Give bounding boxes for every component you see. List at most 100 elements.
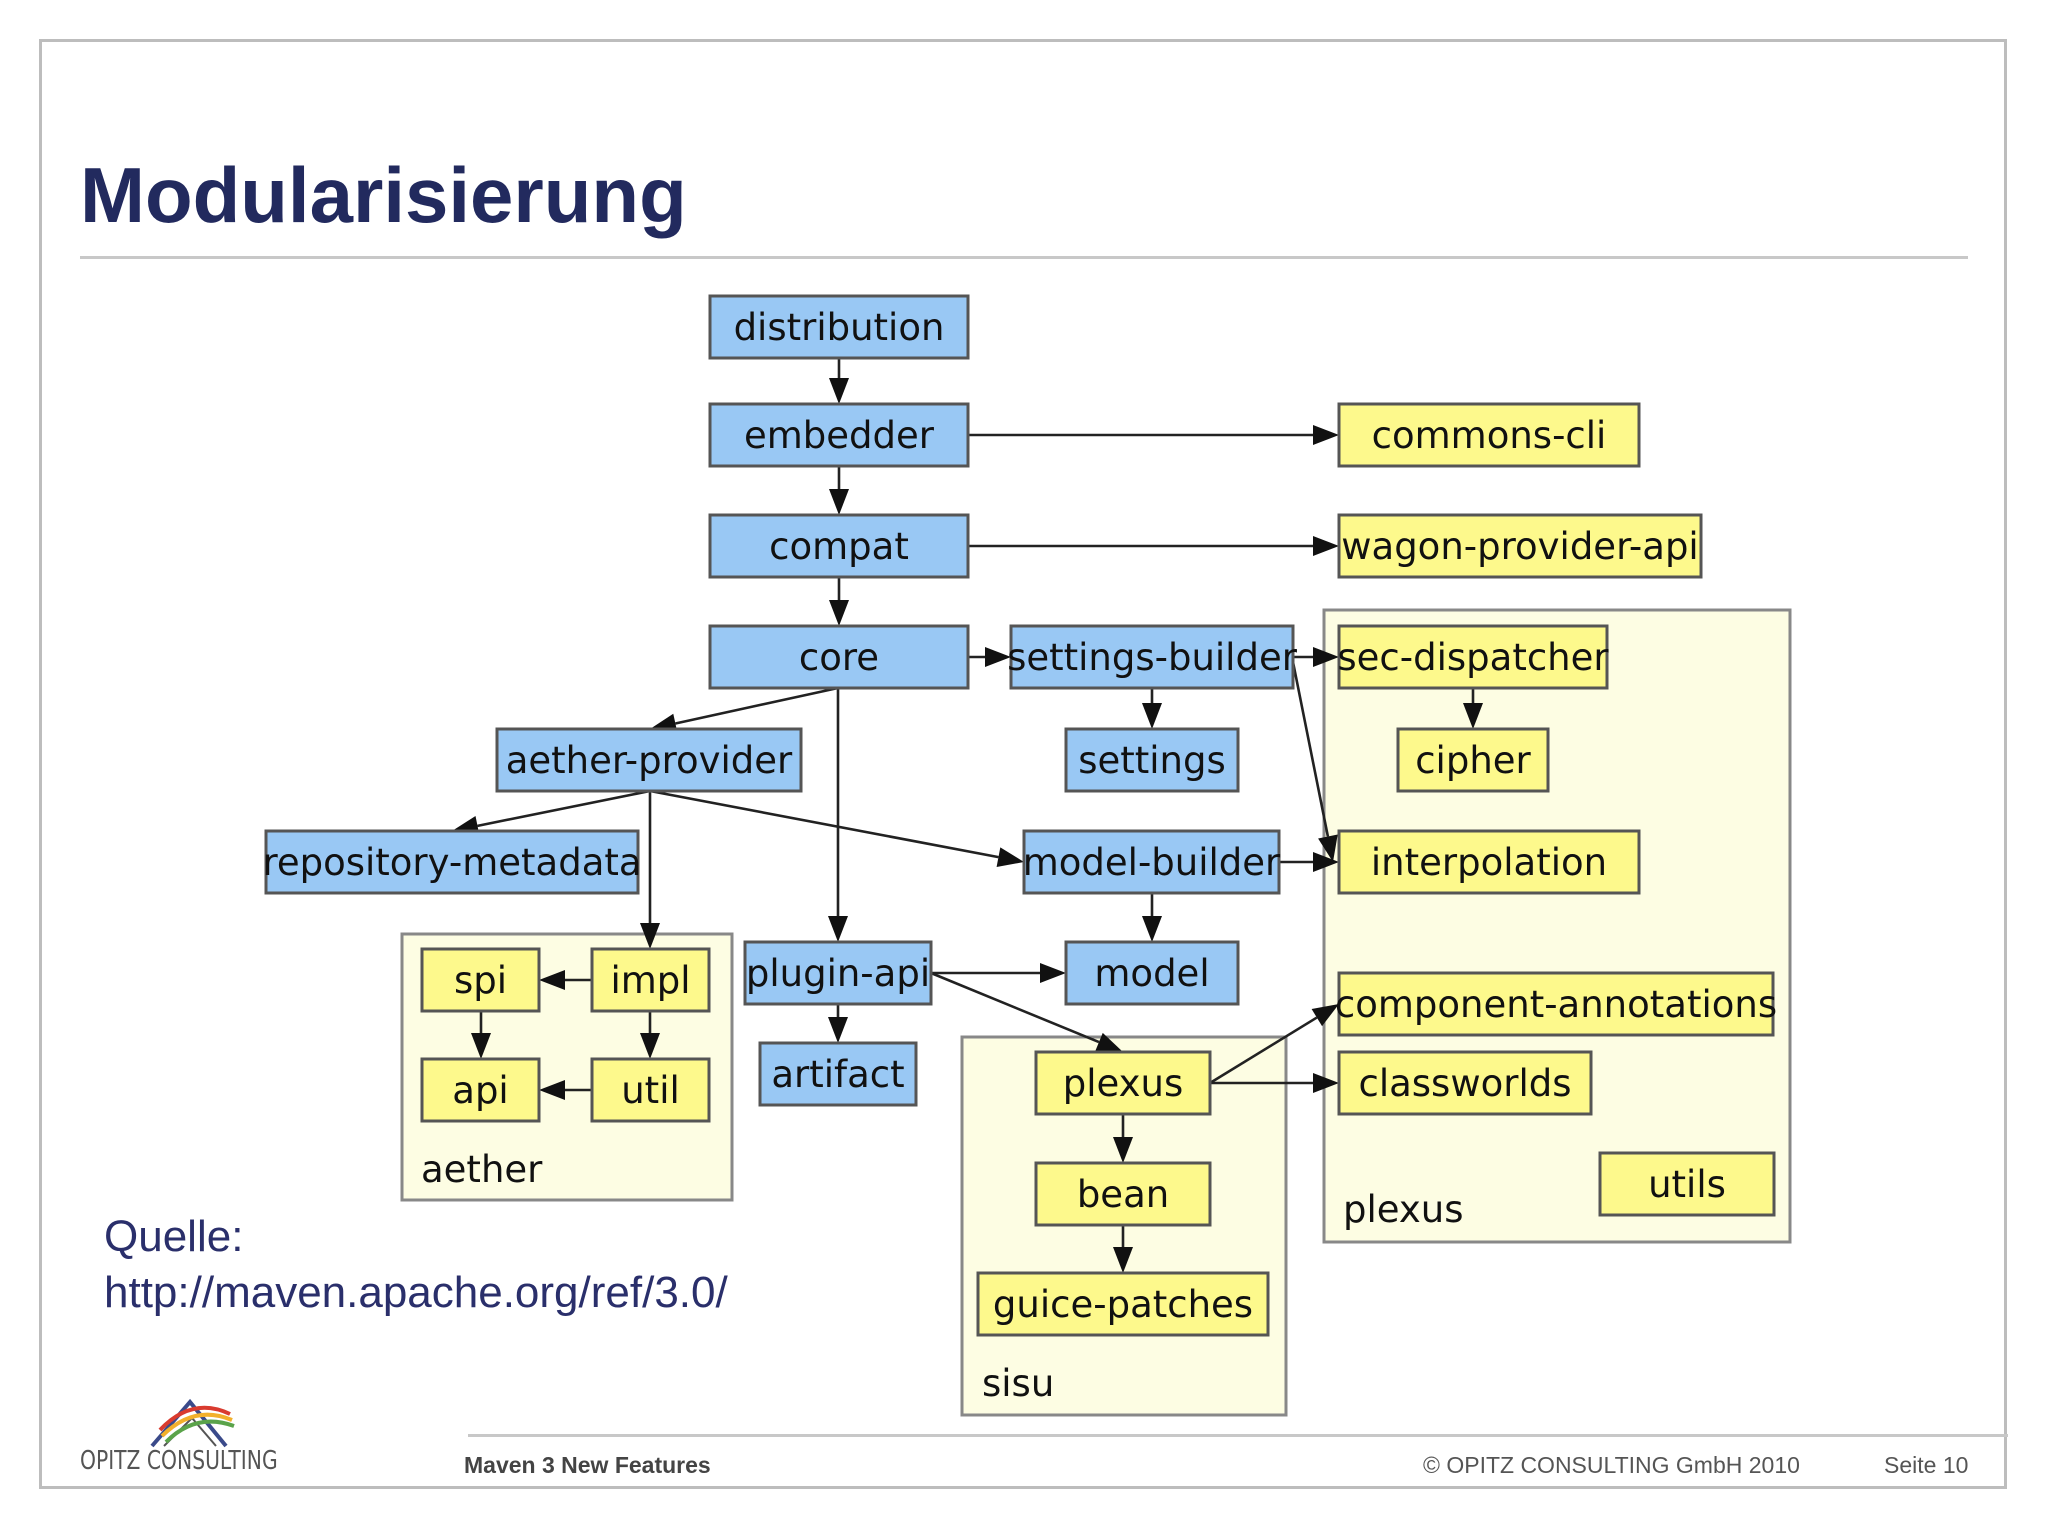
node-label-util: util: [621, 1069, 680, 1112]
node-box-utils: [1598, 1151, 1776, 1217]
title-divider: [80, 256, 1968, 259]
node-wagon-provider-api: wagon-provider-api: [1337, 513, 1703, 579]
node-box-spi: [420, 947, 541, 1013]
arrowhead-icon: [829, 600, 849, 626]
node-box-component-annotations: [1337, 971, 1775, 1037]
node-artifact: artifact: [758, 1041, 918, 1107]
arrowhead-icon: [1313, 647, 1339, 667]
node-box-sec-dispatcher: [1337, 624, 1609, 690]
group-label-plexus: plexus: [1343, 1188, 1464, 1231]
node-label-utils: utils: [1648, 1163, 1726, 1206]
node-label-embedder: embedder: [744, 414, 935, 457]
node-layer: distribution embedder compat core settings-b…: [262, 294, 1777, 1337]
node-label-guice-patches: guice-patches: [993, 1283, 1253, 1326]
node-box-distribution: [708, 294, 970, 360]
node-box-util: [590, 1057, 711, 1123]
node-box-impl: [590, 947, 711, 1013]
node-label-cipher: cipher: [1415, 739, 1531, 782]
node-interpolation: interpolation: [1337, 829, 1641, 895]
arrowhead-icon: [996, 847, 1024, 867]
node-box-classworlds: [1337, 1050, 1593, 1116]
edge-settings-builder-to-interpolation: [1291, 661, 1330, 837]
arrowhead-icon: [828, 1017, 848, 1043]
opitz-consulting-logo: OPITZ CONSULTING: [80, 1388, 310, 1478]
footer-page-number: Seite 10: [1884, 1452, 1969, 1478]
node-impl: impl: [590, 947, 711, 1013]
arrowhead-icon: [1313, 1073, 1339, 1093]
arrowhead-icon: [829, 489, 849, 515]
node-box-aether-provider: [495, 727, 803, 793]
node-repository-metadata: repository-metadata: [262, 829, 642, 895]
node-spi: spi: [420, 947, 541, 1013]
node-compat: compat: [708, 513, 970, 579]
source-url: http://maven.apache.org/ref/3.0/: [104, 1268, 728, 1317]
node-label-settings-builder: settings-builder: [1007, 636, 1298, 679]
arrowhead-icon: [1113, 1247, 1133, 1273]
node-settings: settings: [1064, 727, 1240, 793]
node-label-artifact: artifact: [771, 1053, 904, 1096]
node-label-model-builder: model-builder: [1023, 841, 1281, 884]
node-classworlds: classworlds: [1337, 1050, 1593, 1116]
footer-divider: [468, 1434, 2008, 1437]
node-box-plugin-api: [743, 940, 933, 1006]
node-model: model: [1064, 940, 1240, 1006]
arrowhead-icon: [1463, 703, 1483, 729]
arrowhead-icon: [471, 1033, 491, 1059]
node-box-api: [420, 1057, 541, 1123]
node-label-compat: compat: [769, 525, 909, 568]
opitz-consulting-logo-icon: [150, 1398, 235, 1448]
node-box-compat: [708, 513, 970, 579]
node-distribution: distribution: [708, 294, 970, 360]
node-model-builder: model-builder: [1022, 829, 1281, 895]
node-label-component-annotations: component-annotations: [1335, 983, 1777, 1026]
node-utils: utils: [1598, 1151, 1776, 1217]
arrowhead-icon: [985, 647, 1011, 667]
node-box-settings-builder: [1009, 624, 1295, 690]
node-guice-patches: guice-patches: [976, 1271, 1270, 1337]
edge-plugin-api-to-plexus-node: [930, 971, 1100, 1044]
node-label-plugin-api: plugin-api: [746, 952, 930, 995]
slide-title: Modularisierung: [80, 151, 687, 239]
node-box-cipher: [1396, 727, 1550, 793]
arrowhead-icon: [539, 1080, 565, 1100]
node-box-bean: [1034, 1161, 1212, 1227]
arrowhead-icon: [828, 916, 848, 942]
footer-copyright: © OPITZ CONSULTING GmbH 2010: [1423, 1452, 1800, 1478]
edge-plexus-node-to-component-annotations: [1209, 1016, 1318, 1085]
node-commons-cli: commons-cli: [1337, 402, 1641, 468]
node-label-model: model: [1094, 952, 1209, 995]
logo-wordmark: OPITZ CONSULTING: [80, 1446, 278, 1476]
arrowhead-icon: [539, 970, 565, 990]
arrowhead-icon: [1142, 703, 1162, 729]
footer-presentation-title: Maven 3 New Features: [464, 1452, 711, 1478]
arrowhead-icon: [1313, 852, 1339, 872]
node-box-settings: [1064, 727, 1240, 793]
node-box-plexus-node: [1034, 1050, 1212, 1116]
node-label-classworlds: classworlds: [1358, 1062, 1571, 1105]
node-api: api: [420, 1057, 541, 1123]
arrowhead-icon: [640, 923, 660, 949]
slide-frame: [39, 39, 2007, 1489]
node-bean: bean: [1034, 1161, 1212, 1227]
node-settings-builder: settings-builder: [1007, 624, 1298, 690]
arrowhead-icon: [1142, 916, 1162, 942]
node-label-aether-provider: aether-provider: [506, 739, 793, 782]
node-label-settings: settings: [1078, 739, 1226, 782]
group-label-aether: aether: [421, 1148, 543, 1191]
node-box-model-builder: [1022, 829, 1281, 895]
node-label-core: core: [799, 636, 879, 679]
arrowhead-icon: [1313, 536, 1339, 556]
node-box-repository-metadata: [264, 829, 640, 895]
node-util: util: [590, 1057, 711, 1123]
node-label-repository-metadata: repository-metadata: [262, 841, 641, 884]
node-plexus-node: plexus: [1034, 1050, 1212, 1116]
node-box-core: [708, 624, 970, 690]
node-box-guice-patches: [976, 1271, 1270, 1337]
node-box-embedder: [708, 402, 970, 468]
node-label-api: api: [452, 1069, 508, 1112]
node-label-impl: impl: [610, 959, 690, 1002]
node-label-sec-dispatcher: sec-dispatcher: [1337, 636, 1609, 679]
node-sec-dispatcher: sec-dispatcher: [1337, 624, 1609, 690]
arrowhead-icon: [1113, 1137, 1133, 1163]
source-label: Quelle:: [104, 1212, 244, 1261]
